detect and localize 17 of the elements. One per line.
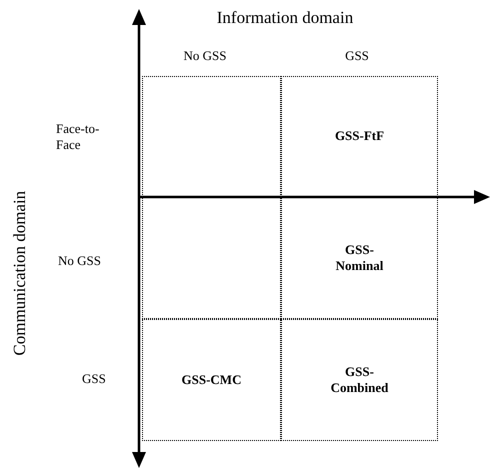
axis-title: Information domain	[216, 8, 354, 28]
cell-label: GSS-FtF	[334, 128, 386, 145]
matrix-cell	[281, 197, 438, 319]
matrix-cell	[142, 319, 281, 441]
empty-cell	[142, 76, 281, 197]
matrix-cell	[281, 76, 438, 197]
row-header: GSS	[82, 371, 107, 387]
axis-title: Communication domain	[10, 190, 30, 358]
cell-label: GSS-CMC	[180, 372, 242, 388]
cell-label: GSS- Combined	[330, 364, 390, 396]
column-header: GSS	[344, 48, 370, 64]
matrix-cell	[281, 319, 438, 441]
cell-label: GSS- Nominal	[334, 242, 384, 274]
row-header: Face-to- Face	[56, 121, 100, 152]
empty-cell	[142, 197, 281, 319]
column-header: No GSS	[182, 48, 228, 64]
row-header: No GSS	[58, 253, 102, 269]
